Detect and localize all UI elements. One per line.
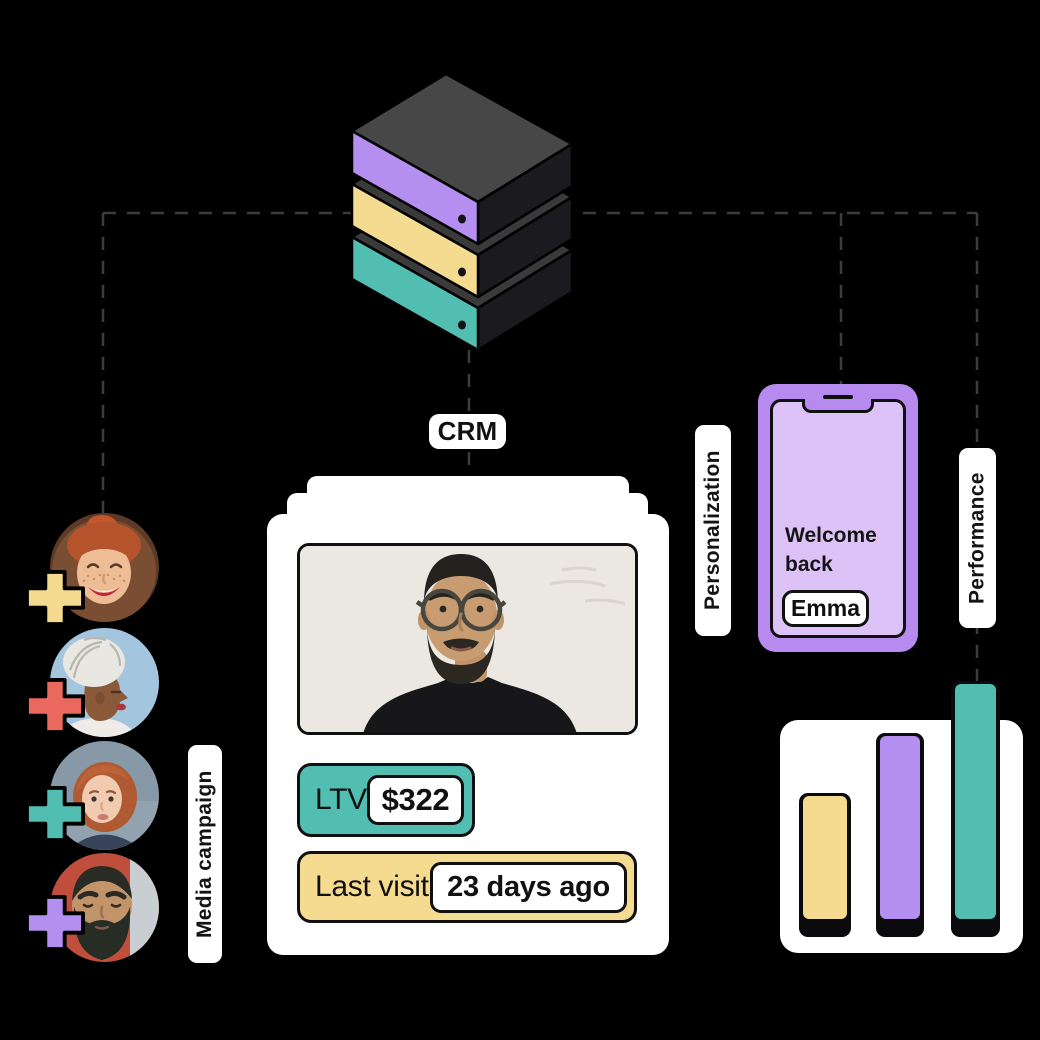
phone-speaker-icon — [823, 395, 853, 399]
phone-screen: Welcome back Emma — [770, 399, 906, 638]
bar-chart-bar — [799, 793, 851, 937]
ltv-badge: LTV $322 — [297, 763, 475, 837]
welcome-text: Welcome back — [785, 524, 877, 576]
portrait-man-glasses — [300, 546, 635, 732]
bar-fill — [955, 684, 996, 919]
last-visit-value: 23 days ago — [430, 861, 627, 913]
ltv-value: $322 — [366, 775, 464, 825]
customer-card: LTV $322 Last visit 23 days ago — [267, 514, 669, 955]
bar-chart-bar — [876, 733, 924, 937]
bar-fill — [803, 796, 847, 919]
last-visit-label: Last visit — [315, 870, 429, 903]
personalization-label: Personalization — [695, 425, 731, 636]
phone-mockup: Welcome back Emma — [758, 384, 918, 652]
plus-icon — [25, 677, 85, 735]
performance-label: Performance — [959, 448, 996, 628]
customer-photo — [297, 543, 638, 735]
crm-label: CRM — [429, 414, 506, 449]
plus-icon — [25, 785, 85, 843]
avatar-headwrap-profile — [50, 628, 159, 737]
bar-chart-bar — [951, 681, 1000, 937]
avatar-bearded-man — [50, 853, 159, 962]
plus-icon — [25, 569, 85, 627]
bar-fill — [880, 736, 920, 919]
name-badge: Emma — [782, 590, 869, 627]
media-campaign-label: Media campaign — [188, 745, 222, 963]
avatar-red-bob — [50, 741, 159, 850]
database-stack-icon — [350, 72, 574, 352]
last-visit-badge: Last visit 23 days ago — [297, 851, 637, 923]
plus-icon — [25, 894, 85, 952]
phone-notch — [802, 399, 874, 413]
ltv-label: LTV — [315, 783, 367, 816]
